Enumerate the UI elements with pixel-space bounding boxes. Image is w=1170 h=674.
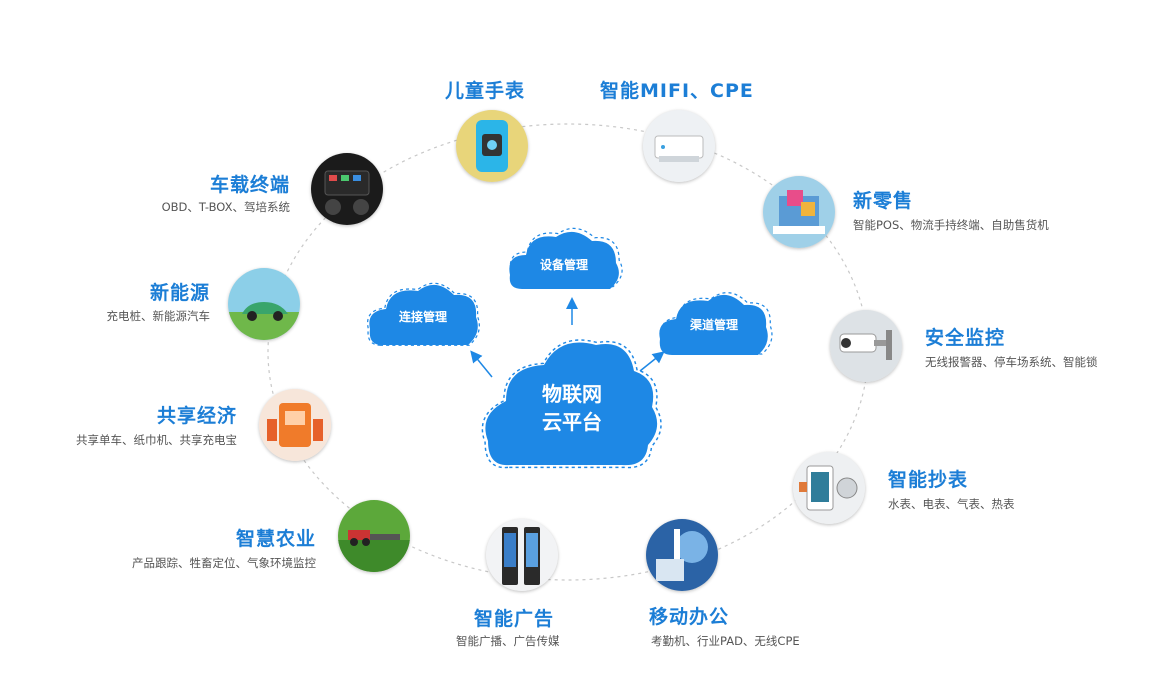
node-subtitle: 充电桩、新能源汽车 bbox=[106, 309, 211, 323]
device-management-cloud: 设备管理 bbox=[509, 227, 623, 289]
node-subtitle: 共享单车、纸巾机、共享充电宝 bbox=[76, 433, 237, 447]
iot-platform-cloud: 物联网 云平台 bbox=[481, 339, 662, 469]
arrow-left bbox=[470, 350, 493, 378]
node-title: 安全监控 bbox=[925, 327, 1006, 349]
node-subtitle: 智能广播、广告传媒 bbox=[456, 634, 560, 648]
node-title: 智能抄表 bbox=[888, 469, 969, 491]
node-title: 移动办公 bbox=[649, 606, 730, 628]
node-subtitle: 水表、电表、气表、热表 bbox=[888, 497, 1015, 511]
arrow-right bbox=[639, 351, 665, 372]
center-line2: 云平台 bbox=[542, 410, 602, 434]
device-management-label: 设备管理 bbox=[540, 257, 588, 272]
sharing-icon bbox=[259, 389, 331, 461]
center-line1: 物联网 bbox=[542, 382, 602, 406]
node-title: 共享经济 bbox=[156, 405, 237, 427]
retail-icon bbox=[763, 176, 835, 248]
connection-management-cloud: 连接管理 bbox=[367, 282, 480, 346]
ad-kiosk-icon bbox=[486, 519, 558, 591]
node-title: 新能源 bbox=[149, 282, 210, 304]
farm-icon bbox=[338, 500, 410, 572]
node-title: 车载终端 bbox=[209, 174, 290, 196]
node-title: 智慧农业 bbox=[235, 528, 316, 550]
node-subtitle: 考勤机、行业PAD、无线CPE bbox=[651, 634, 800, 648]
node-title: 智能广告 bbox=[474, 608, 555, 630]
node-title: 儿童手表 bbox=[445, 80, 526, 102]
car-dashboard-icon bbox=[311, 153, 383, 225]
node-subtitle: 智能POS、物流手持终端、自助售货机 bbox=[853, 218, 1049, 232]
node-title: 新零售 bbox=[853, 190, 914, 212]
channel-management-label: 渠道管理 bbox=[690, 317, 738, 332]
ev-car-icon bbox=[228, 268, 300, 340]
node-subtitle: OBD、T-BOX、驾培系统 bbox=[161, 200, 290, 214]
camera-icon bbox=[830, 310, 902, 382]
router-icon bbox=[643, 110, 715, 182]
watch-icon bbox=[456, 110, 528, 182]
node-subtitle: 产品跟踪、牲畜定位、气象环境监控 bbox=[132, 556, 316, 570]
meter-icon bbox=[793, 452, 865, 524]
cloud-diagram: 设备管理 连接管理 渠道管理 物联网 云平台 bbox=[367, 227, 773, 469]
connection-management-label: 连接管理 bbox=[399, 309, 447, 324]
node-subtitle: 无线报警器、停车场系统、智能锁 bbox=[925, 355, 1098, 369]
node-title: 智能MIFI、CPE bbox=[600, 80, 754, 102]
channel-management-cloud: 渠道管理 bbox=[659, 292, 773, 355]
office-icon bbox=[646, 519, 718, 591]
